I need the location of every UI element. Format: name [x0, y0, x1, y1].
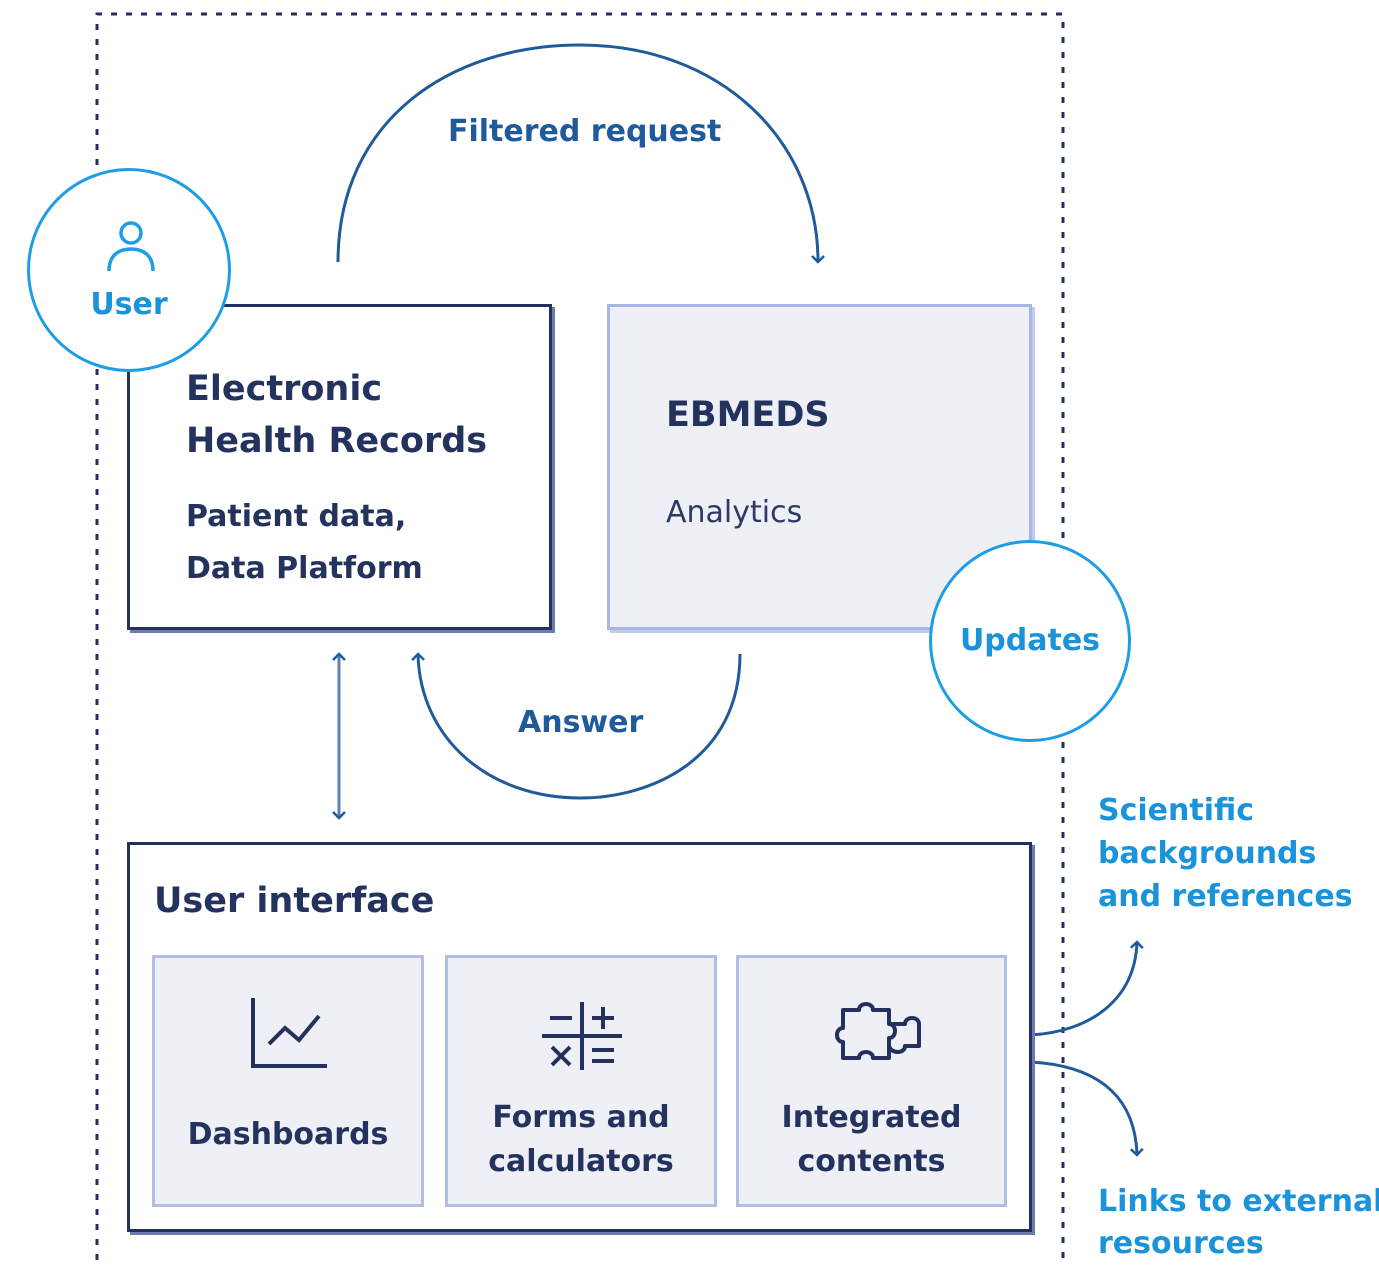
- links-label-line2: resources: [1098, 1226, 1264, 1261]
- forms-label-line2: calculators: [488, 1144, 674, 1179]
- filtered-request-label: Filtered request: [448, 114, 722, 149]
- ebmeds-detail: Analytics: [666, 495, 803, 530]
- puzzle-icon: [835, 1002, 921, 1060]
- user-circle: User: [27, 168, 231, 372]
- scientific-arrow: [1029, 940, 1144, 1037]
- ehr-box: Electronic Health Records Patient data, …: [127, 304, 552, 630]
- scientific-label-line1: Scientific: [1098, 793, 1255, 828]
- dashboards-label: Dashboards: [187, 1117, 389, 1152]
- answer-arrow: [411, 652, 742, 800]
- filtered-request-arrow: [336, 43, 825, 264]
- ebmeds-title: EBMEDS: [666, 395, 830, 435]
- integrated-label-line2: contents: [797, 1144, 946, 1179]
- ehr-detail-line2: Data Platform: [186, 551, 423, 586]
- user-label: User: [90, 287, 168, 322]
- user-icon: [107, 221, 155, 272]
- dashboards-tile: Dashboards: [152, 955, 424, 1207]
- integrated-contents-tile: Integrated contents: [736, 955, 1007, 1207]
- ehr-detail-line1: Patient data,: [186, 499, 407, 534]
- line-chart-icon: [251, 998, 327, 1068]
- user-interface-title: User interface: [154, 881, 435, 921]
- links-label-line1: Links to external: [1098, 1184, 1379, 1219]
- scientific-label-line2: backgrounds: [1098, 836, 1317, 871]
- integrated-label-line1: Integrated: [781, 1100, 962, 1135]
- forms-label-line1: Forms and: [492, 1100, 670, 1135]
- ehr-title-line2: Health Records: [186, 421, 488, 461]
- updates-circle: Updates: [929, 540, 1131, 742]
- forms-calculators-tile: Forms and calculators: [445, 955, 717, 1207]
- calculator-icon: [542, 1002, 622, 1070]
- external-links-arrow: [1029, 1060, 1144, 1157]
- scientific-label-line3: and references: [1098, 879, 1353, 914]
- ebmeds-box: EBMEDS Analytics: [607, 304, 1032, 630]
- updates-label: Updates: [959, 623, 1101, 658]
- answer-label: Answer: [518, 705, 644, 740]
- ehr-title-line1: Electronic: [186, 369, 383, 409]
